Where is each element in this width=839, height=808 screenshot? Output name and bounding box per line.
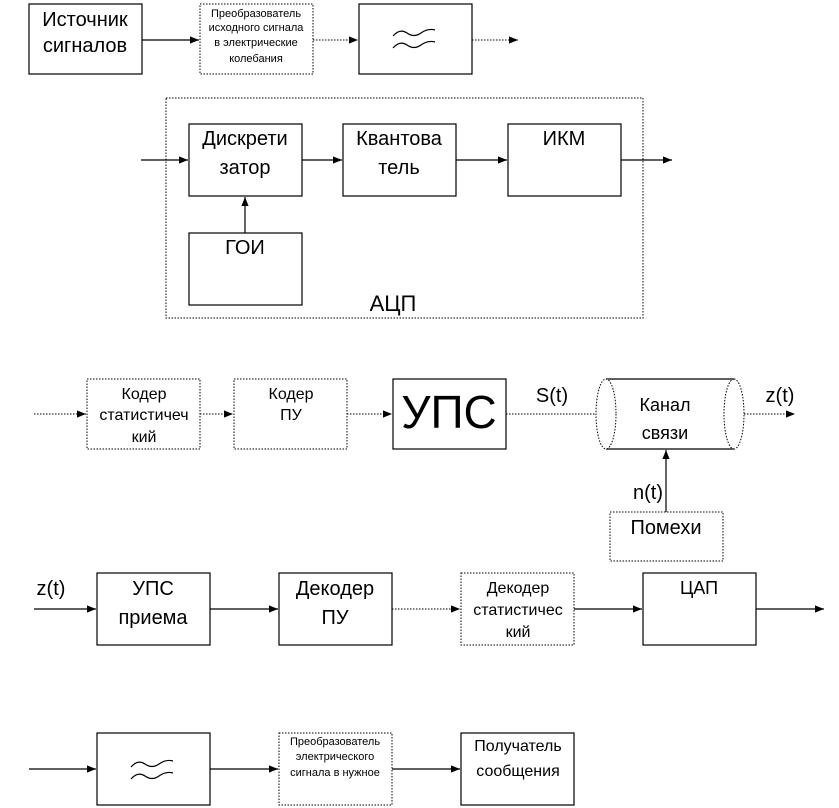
- goi-label: ГОИ: [225, 237, 265, 259]
- source-block: Источник сигналов: [28, 3, 143, 75]
- decoder-stat-block: Декодер статистичес кий: [460, 572, 575, 646]
- goi-block: ГОИ: [188, 232, 303, 306]
- pcm-label: ИКМ: [543, 128, 586, 150]
- filter-icon: [130, 759, 174, 780]
- filter-block-top: [358, 3, 473, 75]
- coder-pu-line2: ПУ: [280, 407, 303, 424]
- source-label-line2: сигналов: [43, 35, 127, 57]
- decoder-pu-block: Декодер ПУ: [278, 572, 393, 646]
- ups-block: УПС: [392, 378, 507, 450]
- source-label-line1: Источник: [42, 9, 128, 31]
- decoder-pu-line2: ПУ: [321, 607, 348, 629]
- noise-block: Помехи: [609, 511, 724, 562]
- adc-label: АЦП: [370, 291, 417, 316]
- converter-in-line2: исходного сигнала: [209, 22, 305, 34]
- quantizer-block: Квантова тель: [342, 123, 457, 197]
- receiver-block: Получатель сообщения: [460, 732, 575, 806]
- quantizer-line1: Квантова: [356, 128, 443, 150]
- coder-pu-line1: Кодер: [269, 386, 314, 403]
- converter-out-block: Преобразователь электрического сигнала в…: [278, 732, 393, 806]
- channel-line1: Канал: [640, 395, 691, 415]
- channel-line2: связи: [642, 423, 688, 443]
- receiver-line2: сообщения: [476, 763, 559, 780]
- signal-z-out-label: z(t): [766, 385, 795, 407]
- coder-stat-line3: кий: [132, 429, 157, 446]
- ups-rx-block: УПС приема: [96, 572, 211, 646]
- ups-rx-line2: приема: [118, 607, 188, 629]
- converter-in-block: Преобразователь исходного сигнала в элек…: [199, 3, 314, 75]
- converter-out-line1: Преобразователь: [290, 736, 380, 748]
- noise-label: Помехи: [630, 517, 701, 539]
- decoder-stat-line3: кий: [506, 624, 531, 641]
- converter-out-line2: электрического: [296, 751, 374, 763]
- converter-in-line4: колебания: [229, 53, 283, 65]
- decoder-stat-line2: статистичес: [473, 602, 562, 619]
- noise-n-label: n(t): [633, 482, 663, 504]
- channel-cylinder: Канал связи: [595, 378, 745, 450]
- signal-z-in-label: z(t): [37, 578, 66, 600]
- discretizer-line2: затор: [219, 157, 270, 179]
- coder-stat-line1: Кодер: [122, 386, 167, 403]
- coder-stat-block: Кодер статистичеч кий: [86, 378, 201, 450]
- coder-stat-line2: статистичеч: [99, 407, 188, 424]
- filter-block-bottom: [96, 732, 211, 806]
- converter-in-line3: в электрические: [214, 37, 297, 49]
- discretizer-line1: Дискрети: [202, 128, 287, 150]
- discretizer-block: Дискрети затор: [188, 123, 303, 197]
- decoder-pu-line1: Декодер: [296, 578, 374, 600]
- receiver-line1: Получатель: [474, 738, 561, 755]
- quantizer-line2: тель: [378, 157, 419, 179]
- decoder-stat-line1: Декодер: [487, 580, 550, 597]
- signal-s-label: S(t): [536, 385, 568, 407]
- ups-label: УПС: [401, 386, 497, 438]
- pcm-block: ИКМ: [507, 123, 622, 197]
- dac-block: ЦАП: [642, 572, 757, 646]
- converter-in-line1: Преобразователь: [211, 8, 301, 20]
- converter-out-line3: сигнала в нужное: [290, 767, 380, 779]
- coder-pu-block: Кодер ПУ: [233, 378, 348, 450]
- filter-icon: [392, 28, 436, 49]
- dac-label: ЦАП: [680, 578, 718, 598]
- ups-rx-line1: УПС: [132, 578, 174, 600]
